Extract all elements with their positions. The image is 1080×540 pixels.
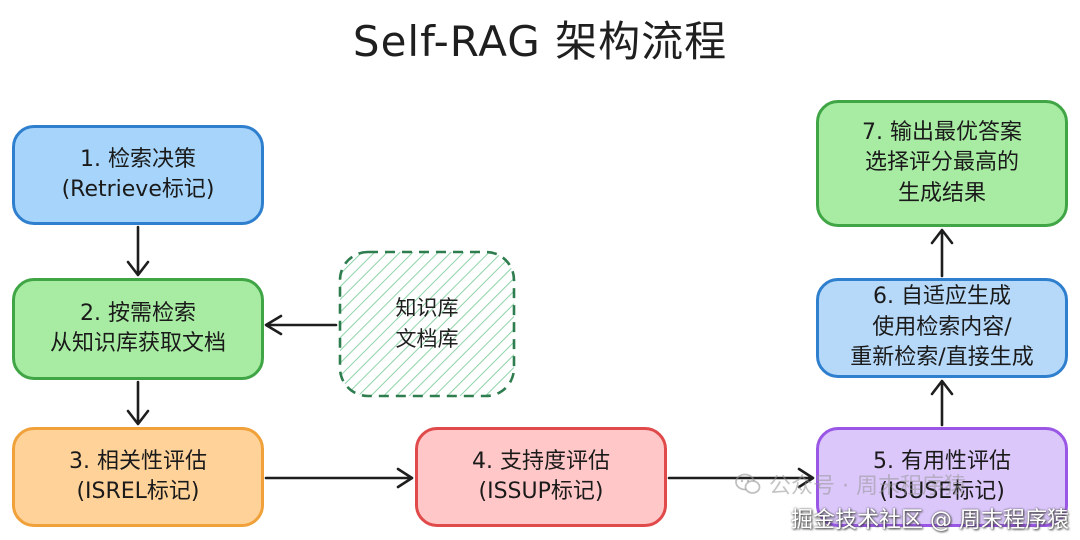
watermark-wechat: 公众号 · 周末程序猿 xyxy=(735,468,1075,500)
watermark: 公众号 · 周末程序猿 掘金技术社区 @ 周末程序猿 xyxy=(735,462,1075,534)
node-step7-line2: 选择评分最高的 xyxy=(864,150,1019,176)
node-step6-line2: 使用检索内容/ xyxy=(872,314,1012,340)
node-step6-line3: 重新检索/直接生成 xyxy=(850,345,1034,371)
node-step2-subtitle: 从知识库获取文档 xyxy=(49,331,226,356)
edge-step1-to-step2 xyxy=(126,225,150,277)
knowledge-base-label-2: 文档库 xyxy=(395,327,459,351)
node-step4-support-eval: 4. 支持度评估 (ISSUP标记) xyxy=(415,427,667,527)
node-step7-output-best-answer: 7. 输出最优答案 选择评分最高的 生成结果 xyxy=(816,100,1068,227)
edge-step6-to-step7 xyxy=(930,228,954,278)
edge-step3-to-step4 xyxy=(264,467,414,489)
node-step5-subtitle: (ISUSE标记) xyxy=(879,479,1005,504)
edge-step4-to-step5 xyxy=(667,467,815,489)
node-step6-title: 6. 自适应生成 xyxy=(873,284,1011,310)
node-step1-subtitle: (Retrieve标记) xyxy=(61,177,215,202)
knowledge-base-label-1: 知识库 xyxy=(395,295,459,320)
node-step4-subtitle: (ISSUP标记) xyxy=(478,479,604,504)
node-step2-on-demand-retrieval: 2. 按需检索 从知识库获取文档 xyxy=(12,278,264,380)
node-step3-relevance-eval: 3. 相关性评估 (ISREL标记) xyxy=(12,427,264,527)
edge-step2-to-step3 xyxy=(126,380,150,426)
node-step2-title: 2. 按需检索 xyxy=(80,300,196,326)
node-step3-title: 3. 相关性评估 xyxy=(69,448,207,474)
edge-step5-to-step6 xyxy=(930,379,954,427)
node-step1-retrieval-decision: 1. 检索决策 (Retrieve标记) xyxy=(12,125,264,225)
node-step5-usefulness-eval: 5. 有用性评估 (ISUSE标记) xyxy=(816,427,1068,527)
watermark-wechat-text: 公众号 · 周末程序猿 xyxy=(769,474,966,499)
diagram-title: Self-RAG 架构流程 xyxy=(352,17,728,66)
wechat-icon xyxy=(735,473,761,494)
node-step5-title: 5. 有用性评估 xyxy=(873,448,1011,474)
edge-kb-to-step2 xyxy=(264,314,338,336)
node-step4-title: 4. 支持度评估 xyxy=(472,448,610,474)
node-step6-adaptive-generation: 6. 自适应生成 使用检索内容/ 重新检索/直接生成 xyxy=(816,278,1068,378)
node-step7-title: 7. 输出最优答案 xyxy=(862,119,1022,145)
node-knowledge-base: 知识库 文档库 xyxy=(338,250,516,398)
node-step1-title: 1. 检索决策 xyxy=(80,146,196,172)
node-step7-line3: 生成结果 xyxy=(897,180,986,206)
watermark-juejin-text: 掘金技术社区 @ 周末程序猿 xyxy=(791,508,1069,533)
node-step3-subtitle: (ISREL标记) xyxy=(76,479,200,504)
knowledge-base-hatch-border xyxy=(338,250,516,398)
